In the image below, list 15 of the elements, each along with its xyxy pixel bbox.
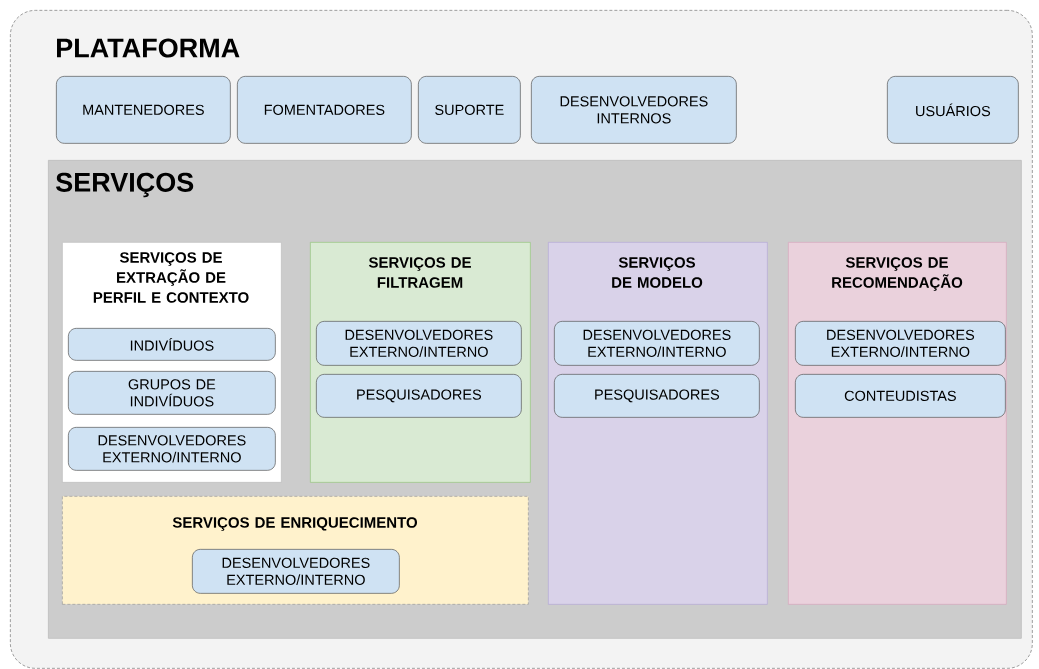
- role-box: DESENVOLVEDORES EXTERNO/INTERNO: [795, 321, 1006, 366]
- role-box: CONTEUDISTAS: [795, 374, 1006, 418]
- role-box: DESENVOLVEDORES EXTERNO/INTERNO: [316, 321, 522, 366]
- role-box: DESENVOLVEDORES INTERNOS: [531, 76, 737, 144]
- role-box: FOMENTADORES: [237, 76, 412, 144]
- role-box: DESENVOLVEDORES EXTERNO/INTERNO: [192, 549, 400, 594]
- role-box: INDIVÍDUOS: [68, 328, 276, 361]
- role-box: USUÁRIOS: [887, 76, 1019, 144]
- role-box: DESENVOLVEDORES EXTERNO/INTERNO: [68, 427, 276, 471]
- role-box: SUPORTE: [418, 76, 521, 144]
- role-box: DESENVOLVEDORES EXTERNO/INTERNO: [554, 321, 760, 366]
- role-box: PESQUISADORES: [316, 374, 522, 418]
- role-box: MANTENEDORES: [56, 76, 231, 144]
- role-box: PESQUISADORES: [554, 374, 760, 418]
- role-box: GRUPOS DE INDIVÍDUOS: [68, 371, 276, 415]
